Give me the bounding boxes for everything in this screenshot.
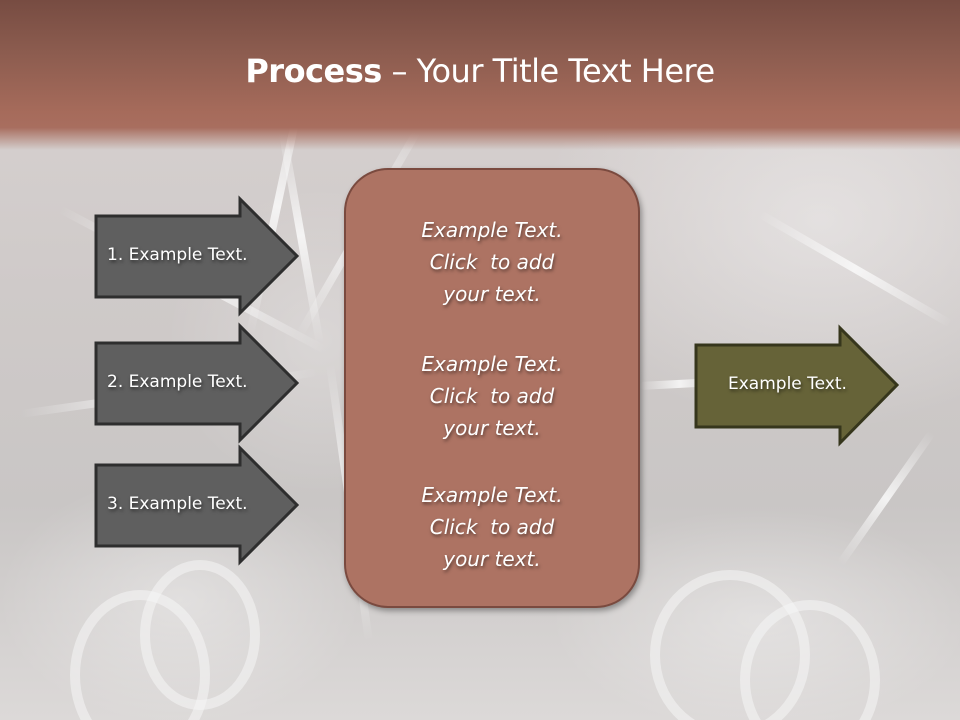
result-arrow[interactable]: Example Text. bbox=[694, 324, 900, 447]
center-text-block-2: Example Text. Click to add your text. bbox=[346, 348, 638, 444]
right-arrow-shape bbox=[94, 322, 300, 444]
step-1-label: 1. Example Text. bbox=[107, 245, 248, 265]
block-1-line-3: your text. bbox=[443, 282, 541, 306]
result-label: Example Text. bbox=[728, 374, 847, 394]
block-3-line-3: your text. bbox=[443, 547, 541, 571]
block-2-line-3: your text. bbox=[443, 416, 541, 440]
right-arrow-shape bbox=[94, 444, 300, 566]
title-bold: Process bbox=[245, 52, 382, 90]
block-3-line-1: Example Text. bbox=[421, 483, 563, 507]
process-step-arrow-2[interactable]: 2. Example Text. bbox=[94, 322, 300, 444]
process-step-arrow-1[interactable]: 1. Example Text. bbox=[94, 195, 300, 317]
block-1-line-1: Example Text. bbox=[421, 218, 563, 242]
block-3-line-2: Click to add bbox=[429, 515, 555, 539]
block-2-line-1: Example Text. bbox=[421, 352, 563, 376]
step-3-label: 3. Example Text. bbox=[107, 494, 248, 514]
right-arrow-shape bbox=[94, 195, 300, 317]
block-1-line-2: Click to add bbox=[429, 250, 555, 274]
process-step-arrow-3[interactable]: 3. Example Text. bbox=[94, 444, 300, 566]
center-text-block-3: Example Text. Click to add your text. bbox=[346, 479, 638, 575]
slide-title[interactable]: Process – Your Title Text Here bbox=[0, 52, 960, 90]
title-bar bbox=[0, 0, 960, 150]
block-2-line-2: Click to add bbox=[429, 384, 555, 408]
step-2-label: 2. Example Text. bbox=[107, 372, 248, 392]
center-text-block-1: Example Text. Click to add your text. bbox=[346, 214, 638, 310]
right-arrow-shape bbox=[694, 324, 900, 447]
title-rest: – Your Title Text Here bbox=[381, 52, 715, 90]
center-text-box[interactable]: Example Text. Click to add your text. Ex… bbox=[344, 168, 640, 608]
